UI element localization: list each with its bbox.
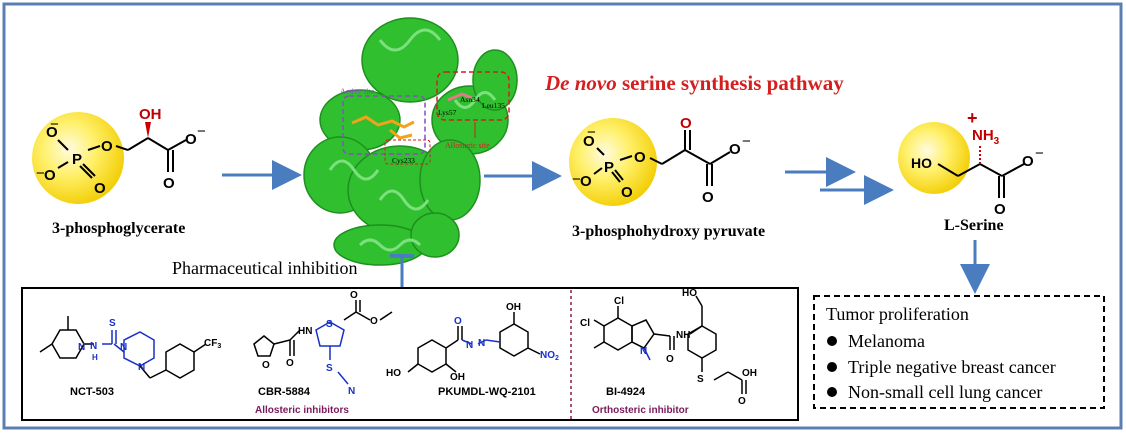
svg-text:N: N xyxy=(466,340,473,351)
svg-text:H: H xyxy=(92,353,98,362)
molecule-bi-4924: Cl Cl N O NH HO S O OH xyxy=(580,288,757,407)
phgdh-protein-structure: Active site Asn34 Leu135 Lys57 Cys233 Al… xyxy=(303,17,518,266)
tumor-title: Tumor proliferation xyxy=(826,304,969,324)
svg-text:HO: HO xyxy=(386,368,401,379)
svg-text:O: O xyxy=(94,180,106,197)
svg-text:S: S xyxy=(109,318,116,329)
svg-text:N: N xyxy=(478,338,485,349)
svg-text:O: O xyxy=(46,124,58,141)
svg-text:O: O xyxy=(634,149,646,166)
svg-text:O: O xyxy=(621,184,633,201)
tumor-item-2: Non-small cell lung cancer xyxy=(848,382,1042,402)
svg-text:Cys233: Cys233 xyxy=(392,156,415,165)
svg-text:−: − xyxy=(36,165,45,182)
svg-text:N: N xyxy=(120,342,127,353)
svg-text:O: O xyxy=(262,360,270,371)
svg-text:HO: HO xyxy=(682,288,697,299)
svg-text:OH: OH xyxy=(450,372,465,383)
svg-text:O: O xyxy=(583,133,595,150)
svg-text:O: O xyxy=(666,354,674,365)
molecule-3-phosphohydroxypyruvate: O − P O − O O O O − O xyxy=(569,115,751,206)
svg-text:O: O xyxy=(738,396,746,407)
svg-text:Leu135: Leu135 xyxy=(482,101,505,110)
svg-text:S: S xyxy=(326,363,333,374)
svg-text:O: O xyxy=(44,167,56,184)
svg-text:Cl: Cl xyxy=(580,318,590,329)
svg-text:−: − xyxy=(197,123,206,140)
svg-text:Active site: Active site xyxy=(340,87,375,96)
label-nct-503: NCT-503 xyxy=(70,386,114,398)
svg-text:O: O xyxy=(370,316,378,327)
svg-text:Lys57: Lys57 xyxy=(438,108,457,117)
label-bi-4924: BI-4924 xyxy=(606,386,646,398)
svg-text:O: O xyxy=(1022,153,1034,170)
bullet-icon xyxy=(827,362,837,372)
pathway-title: De novo serine synthesis pathway xyxy=(544,71,844,95)
svg-text:−: − xyxy=(742,133,751,150)
svg-text:HO: HO xyxy=(911,155,932,171)
svg-text:P: P xyxy=(604,159,614,176)
svg-text:O: O xyxy=(185,131,197,148)
svg-text:NO2: NO2 xyxy=(540,350,559,362)
molecule-nct-503: N N H S N N CF3 xyxy=(39,316,221,379)
svg-text:−: − xyxy=(572,171,581,188)
molecule-pkumdl-wq-2101: HO OH O N N OH NO2 xyxy=(386,302,559,383)
svg-text:N: N xyxy=(138,362,145,373)
orthosteric-inhibitor-label: Orthosteric inhibitor xyxy=(592,405,689,416)
svg-text:O: O xyxy=(101,138,113,155)
svg-text:O: O xyxy=(350,290,358,301)
allosteric-site-box xyxy=(436,71,510,121)
allosteric-inhibitors-label: Allosteric inhibitors xyxy=(255,405,349,416)
inhibitors-box xyxy=(21,287,799,421)
svg-text:O: O xyxy=(286,358,294,369)
molecule-cbr-5884: O O HN S O O S N xyxy=(253,290,393,397)
svg-text:+: + xyxy=(967,108,978,128)
svg-text:HN: HN xyxy=(298,326,312,337)
svg-text:O: O xyxy=(680,115,692,132)
tumor-proliferation-box xyxy=(813,295,1105,409)
svg-text:S: S xyxy=(326,319,333,330)
bullet-icon xyxy=(827,336,837,346)
svg-text:NH: NH xyxy=(676,330,690,341)
svg-text:O: O xyxy=(454,316,462,327)
svg-text:P: P xyxy=(72,151,82,168)
svg-text:OH: OH xyxy=(139,106,162,123)
label-l-serine: L-Serine xyxy=(944,217,1004,234)
svg-text:O: O xyxy=(729,141,741,158)
svg-text:O: O xyxy=(994,201,1006,218)
molecule-l-serine: HO + NH3 O − O xyxy=(898,108,1044,218)
svg-text:Asn34: Asn34 xyxy=(460,95,480,104)
molecule-3-phosphoglycerate: O − P O − O O OH O − O xyxy=(32,106,206,204)
svg-text:O: O xyxy=(580,173,592,190)
pharmaceutical-inhibition-label: Pharmaceutical inhibition xyxy=(172,258,357,278)
svg-text:S: S xyxy=(697,374,704,385)
svg-text:OH: OH xyxy=(506,302,521,313)
bullet-icon xyxy=(827,387,837,397)
svg-text:−: − xyxy=(587,124,596,141)
svg-text:−: − xyxy=(1035,145,1044,162)
active-site-box xyxy=(342,95,426,155)
svg-text:OH: OH xyxy=(742,368,757,379)
tumor-item-1: Triple negative breast cancer xyxy=(848,357,1056,377)
svg-text:N: N xyxy=(348,386,355,397)
svg-text:O: O xyxy=(702,189,714,206)
svg-text:N: N xyxy=(78,342,85,353)
svg-text:N: N xyxy=(90,341,97,352)
label-3-phosphoglycerate: 3-phosphoglycerate xyxy=(52,220,185,237)
svg-text:Allosteric site: Allosteric site xyxy=(445,141,490,150)
svg-text:O: O xyxy=(163,175,175,192)
phosphate-sphere xyxy=(32,112,124,204)
label-cbr-5884: CBR-5884 xyxy=(258,386,311,398)
svg-text:−: − xyxy=(50,116,59,133)
svg-text:NH3: NH3 xyxy=(972,127,1000,147)
svg-text:N: N xyxy=(640,346,647,357)
tumor-item-0: Melanoma xyxy=(848,331,925,351)
svg-text:CF3: CF3 xyxy=(204,338,221,350)
svg-text:Cl: Cl xyxy=(614,296,624,307)
label-pkumdl-wq-2101: PKUMDL-WQ-2101 xyxy=(438,386,536,398)
label-3-phosphohydroxy-pyruvate: 3-phosphohydroxy pyruvate xyxy=(572,223,765,240)
